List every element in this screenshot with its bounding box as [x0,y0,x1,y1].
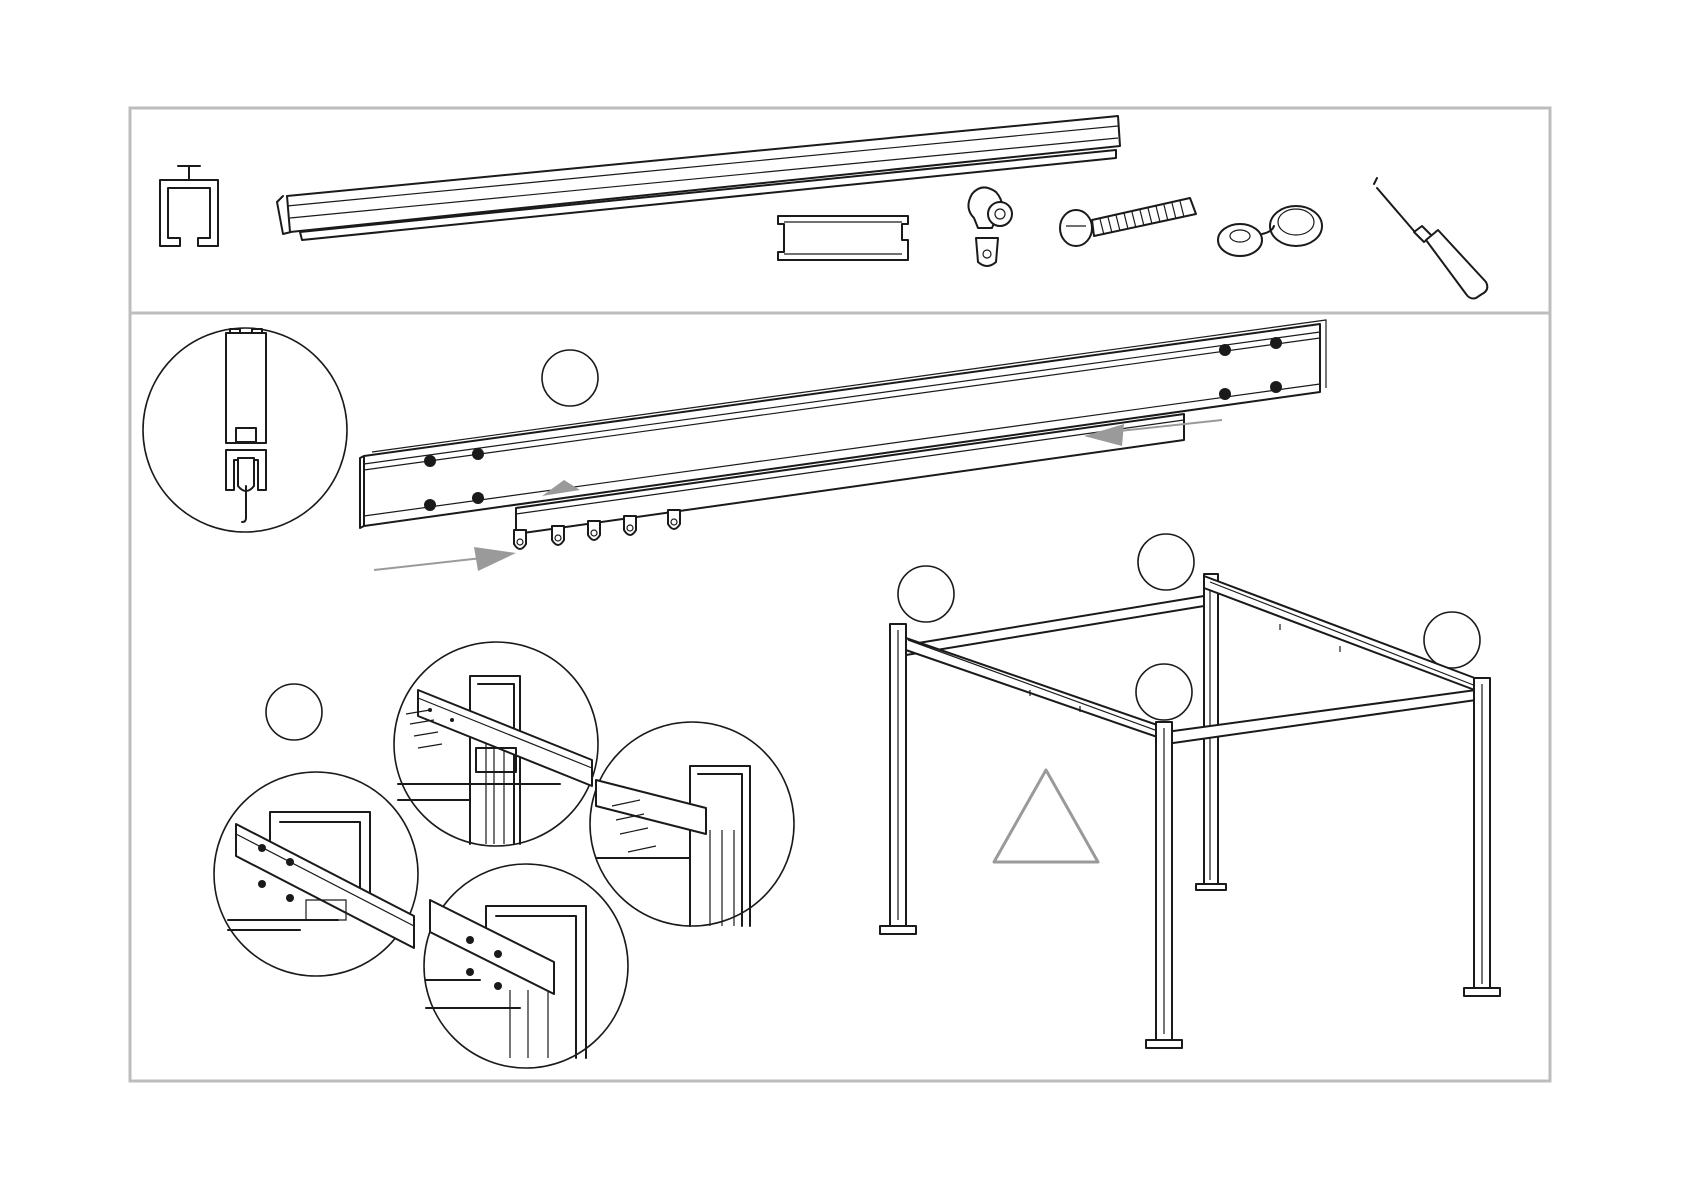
joint-detail-left [214,772,418,976]
insert-arrow [374,547,516,571]
profile-section-icon [160,166,218,246]
step-badge-frame-front [1136,664,1192,720]
profile-detail-view [143,328,347,532]
step-badge-frame-right [1424,612,1480,668]
joint-detail-bottom [424,864,628,1068]
joint-detail-right [590,722,794,926]
rail-assembly [360,320,1326,571]
step-badge-frame-front-left [898,566,954,622]
warning-triangle-icon [994,770,1098,862]
joint-detail-top [394,642,598,846]
bolt-icon [1060,198,1196,246]
screwdriver-icon [1374,178,1487,299]
step-badge-frame-back [1138,534,1194,590]
frame-assembly [880,574,1500,1048]
washer-cap-icon [1218,206,1322,256]
step-badge-joints [266,684,322,740]
connector-icon [778,216,908,260]
roller-icon [968,187,1012,266]
step-badge-rail [542,350,598,406]
